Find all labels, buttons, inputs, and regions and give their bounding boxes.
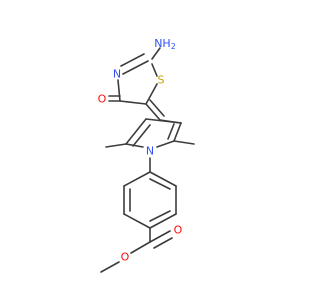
atom-o-keto: O <box>98 93 107 106</box>
bond-c2-n3 <box>122 60 149 75</box>
bond-c5-ch <box>145 103 161 121</box>
bond-c5-s1 <box>145 83 158 105</box>
bond-c5p-n1p <box>125 143 144 148</box>
atom-n-thiazole: N <box>113 68 121 81</box>
atom-nh2: NH2 <box>154 37 176 51</box>
bond-n1p-c2p <box>156 140 175 148</box>
bond-carbonyl-o <box>149 230 171 243</box>
bond-ar6-double <box>149 178 171 190</box>
molecule-structure: NH2 N S O N O O <box>98 37 195 273</box>
bond-carbonyl-oester <box>130 241 151 254</box>
bond-ar6 <box>149 171 177 187</box>
bond-s1-c2 <box>151 63 158 77</box>
bond-ar3 <box>123 213 151 229</box>
bond-c4p-c5p-double <box>132 124 151 147</box>
bond-c5-ch-double <box>149 99 165 117</box>
atom-label-layer: NH2 N S O N O O <box>98 37 183 264</box>
atom-n-pyrrole: N <box>146 145 154 158</box>
bond-layer <box>100 47 195 273</box>
atom-o-carbonyl: O <box>174 224 183 237</box>
bond-c5p-methyl <box>105 143 127 148</box>
bond-ar4-double <box>149 210 171 222</box>
bond-c2-nh2 <box>151 47 161 60</box>
bond-c4-c5 <box>119 100 147 105</box>
bond-c3p-c4p <box>145 118 182 124</box>
bond-carbonyl-o-double <box>153 237 173 249</box>
bond-c2p-c3p-double <box>167 123 175 140</box>
bond-c2p-c3p <box>173 122 182 142</box>
bond-n3-c4 <box>117 79 121 102</box>
bond-c2p-methyl <box>173 140 195 145</box>
bond-ar1 <box>123 171 151 187</box>
atom-s-thiazole: S <box>158 74 165 87</box>
bond-oester-methyl <box>100 261 120 273</box>
bond-ar4 <box>149 213 177 229</box>
bond-c2-n3-double <box>120 53 145 67</box>
bond-c4p-c5p <box>125 118 147 145</box>
atom-o-ester: O <box>121 251 130 264</box>
